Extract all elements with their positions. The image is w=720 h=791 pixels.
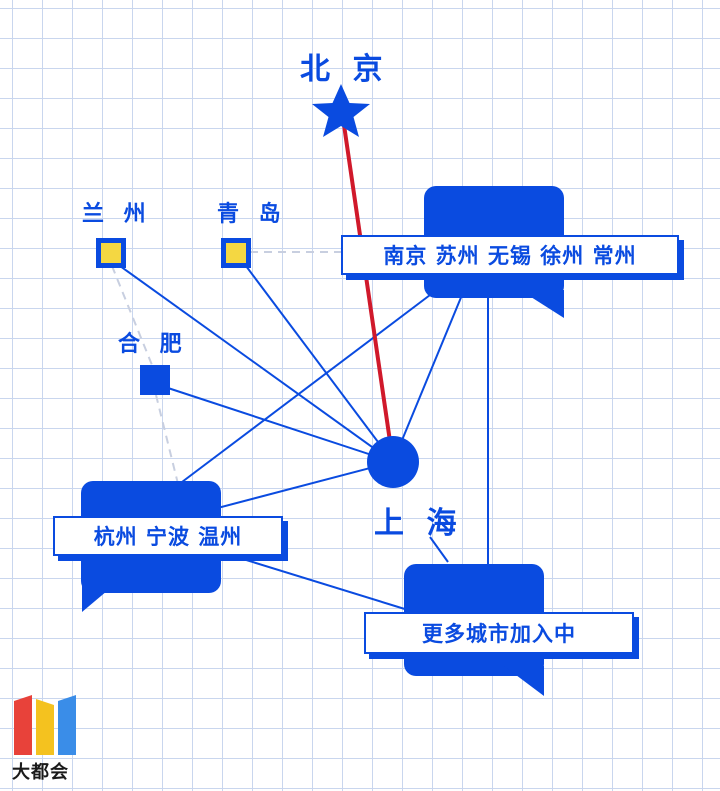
group-zhejiang: 杭州 宁波 温州 <box>53 516 283 556</box>
beijing-shanghai-line <box>342 124 395 463</box>
dashed-connectors <box>111 251 345 493</box>
group-more: 更多城市加入中 <box>364 612 634 654</box>
star-icon <box>312 84 370 137</box>
connection-lines <box>119 265 489 611</box>
metro-logo-icon <box>14 695 76 755</box>
circle-hub-icon <box>367 436 419 488</box>
label-shanghai: 上 海 <box>374 506 463 541</box>
label-lanzhou: 兰 州 <box>82 202 152 227</box>
group-jiangsu: 南京 苏州 无锡 徐州 常州 <box>341 235 679 275</box>
square-node-icon <box>221 238 251 268</box>
label-beijing: 北 京 <box>300 52 389 87</box>
logo-text: 大都会 <box>12 762 69 783</box>
label-qingdao: 青 岛 <box>217 202 287 227</box>
square-node-icon <box>96 238 126 268</box>
label-hefei: 合 肥 <box>118 332 188 357</box>
square-node-icon <box>140 365 170 395</box>
